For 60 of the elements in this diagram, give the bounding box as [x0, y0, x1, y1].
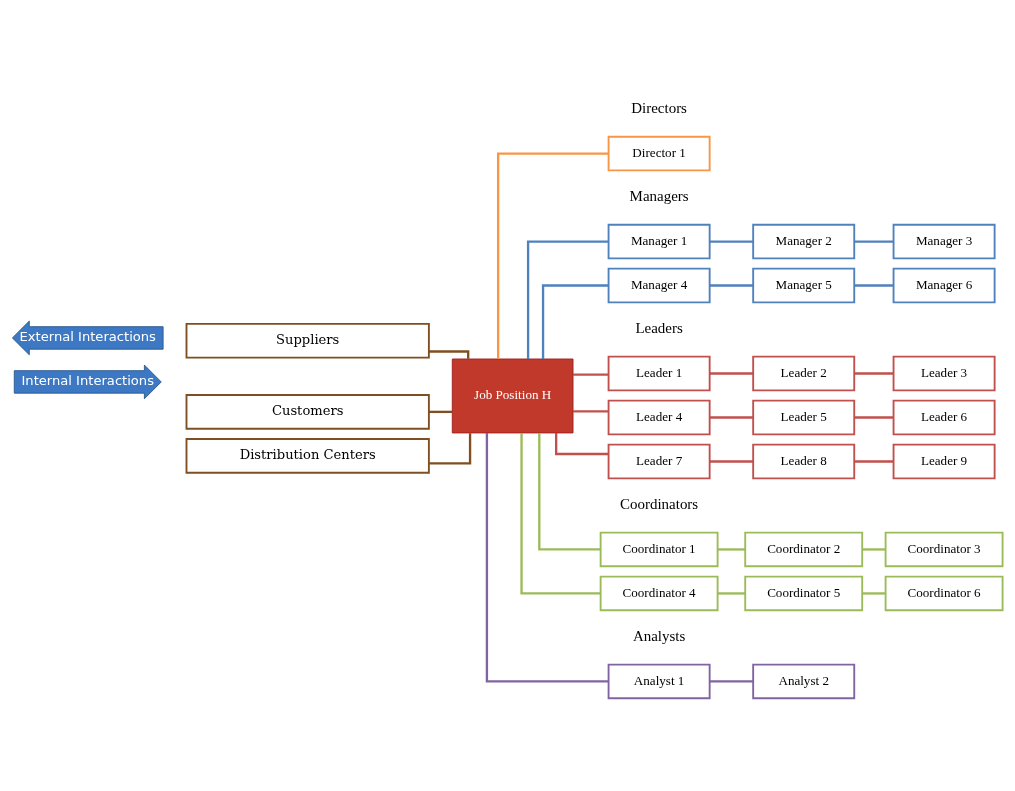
- connector: [485, 433, 609, 683]
- label: Directors: [631, 100, 687, 117]
- connector: [429, 410, 453, 414]
- connector: [709, 416, 754, 419]
- node-box: Suppliers: [185, 322, 430, 359]
- node-box: Coordinator 6: [884, 575, 1004, 612]
- node-box: Manager 1: [607, 223, 711, 260]
- node-box: Manager 3: [892, 223, 996, 260]
- node-box: Leader 6: [892, 399, 996, 436]
- connector: [520, 433, 601, 595]
- node-box: Manager 5: [752, 267, 856, 304]
- connector: [709, 284, 754, 287]
- node-box: Leader 8: [752, 443, 856, 480]
- node-box: Leader 4: [607, 399, 711, 436]
- node-box: Leader 2: [752, 355, 856, 392]
- connector: [573, 373, 609, 376]
- node-box: Coordinator 1: [599, 531, 719, 568]
- connector: [555, 433, 609, 456]
- label: Analysts: [632, 627, 686, 644]
- node-box: Customers: [185, 394, 430, 430]
- node-box: Manager 2: [752, 223, 856, 260]
- connector: [717, 592, 746, 595]
- node-box: Analyst 2: [752, 663, 856, 700]
- connector: [854, 284, 894, 287]
- node-box: Analyst 1: [607, 663, 711, 700]
- connector: [496, 152, 609, 359]
- connector: [429, 433, 472, 465]
- node-box: Director 1: [607, 135, 711, 172]
- node-box: Manager 6: [892, 267, 996, 304]
- connector: [709, 240, 754, 243]
- node-box: Leader 3: [892, 355, 996, 392]
- connector: [541, 284, 609, 359]
- connector: [709, 680, 754, 683]
- connector: [526, 240, 609, 359]
- connector: [862, 548, 886, 551]
- connector: [854, 372, 894, 375]
- node-box: Leader 7: [607, 443, 711, 480]
- node-box: Coordinator 3: [884, 531, 1004, 568]
- connector: [709, 372, 754, 375]
- node-box: Manager 4: [607, 267, 711, 304]
- connector: [854, 460, 894, 463]
- label: Managers: [629, 188, 689, 205]
- connector: [428, 350, 470, 359]
- connector: [538, 433, 601, 551]
- node-box: Job Position H: [451, 358, 574, 434]
- connector: [709, 460, 754, 463]
- connector: [854, 416, 894, 419]
- node-box: Coordinator 5: [744, 575, 864, 612]
- node-box: Leader 1: [607, 355, 711, 392]
- node-box: Leader 5: [752, 399, 856, 436]
- connector: [862, 592, 886, 595]
- label: Coordinators: [620, 496, 699, 513]
- connector: [717, 548, 746, 551]
- node-box: Leader 9: [892, 443, 996, 480]
- label: Leaders: [635, 320, 683, 337]
- connector: [854, 240, 894, 243]
- node-box: Distribution Centers: [185, 438, 430, 474]
- node-box: Coordinator 2: [744, 531, 864, 568]
- connector: [573, 410, 609, 413]
- node-box: Coordinator 4: [599, 575, 719, 612]
